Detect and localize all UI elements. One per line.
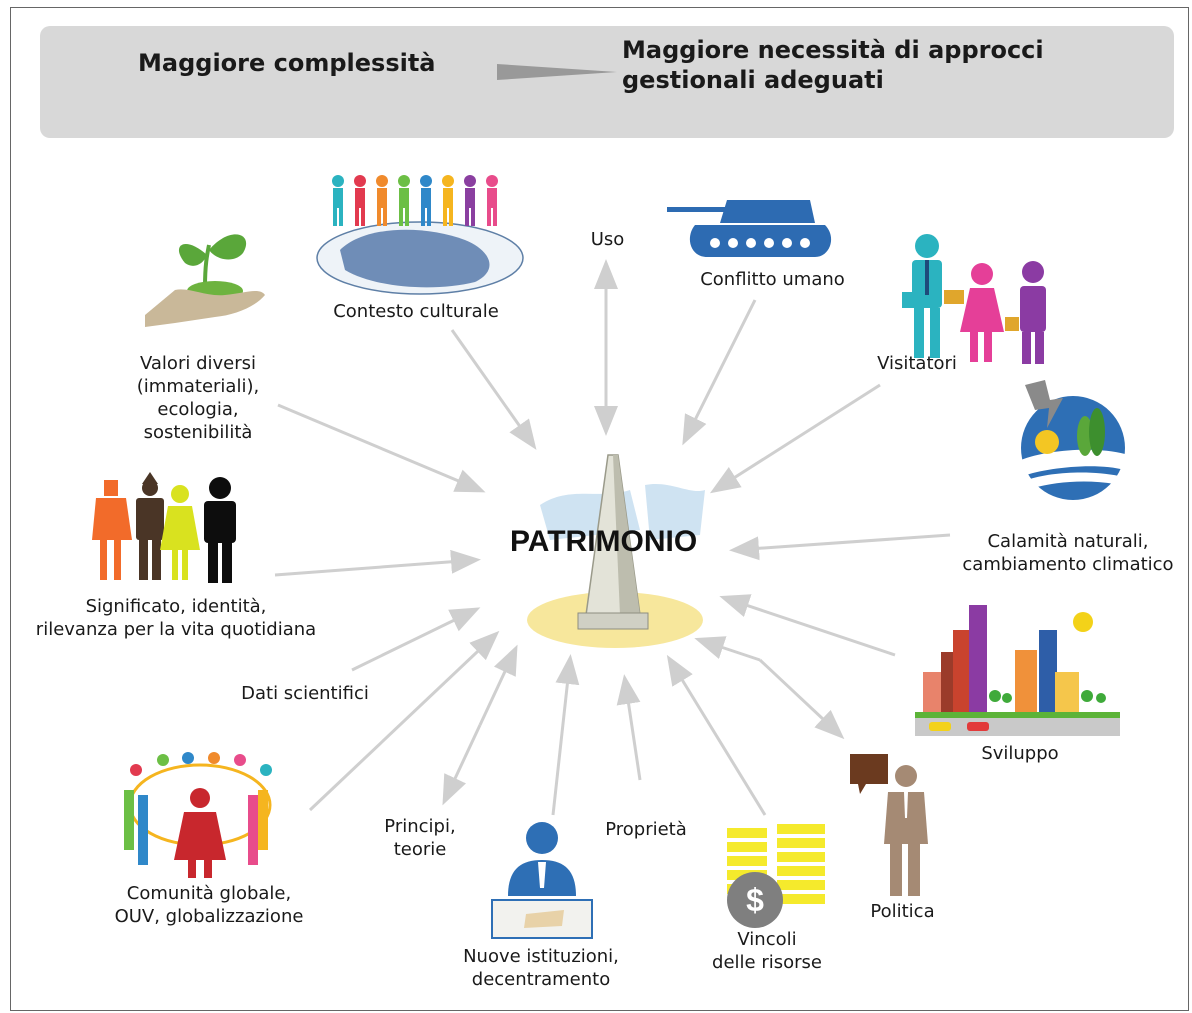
- monument-icon: [527, 454, 705, 648]
- arrow-development-top: [719, 594, 896, 657]
- label-human-conflict: Conflitto umano: [700, 269, 845, 290]
- arrow-principles-down: [442, 724, 482, 806]
- label-cultural-context: Contesto culturale: [333, 301, 499, 322]
- arrow-visitors: [709, 383, 881, 494]
- money-stack-icon: $: [727, 824, 825, 928]
- header-banner: [40, 26, 1174, 138]
- plant-in-hand-icon: [145, 234, 265, 327]
- label-scientific-data: Dati scientifici: [241, 683, 369, 704]
- label-meaning: Significato, identità, rilevanza per la …: [35, 596, 317, 640]
- arrow-new-institutions: [551, 654, 580, 816]
- family-figures-icon: [92, 472, 236, 583]
- arrow-development-in: [694, 636, 761, 662]
- people-row: [332, 175, 498, 226]
- city-skyline-icon: [915, 605, 1120, 736]
- tourists-icon: [902, 234, 1046, 364]
- label-global-community: Comunità globale, OUV, globalizzazione: [114, 883, 304, 927]
- speaker-icon: [850, 754, 928, 896]
- arrow-principles-up: [478, 644, 518, 726]
- tank-icon: [667, 200, 832, 257]
- label-politics: Politica: [870, 901, 935, 922]
- header-right-text: Maggiore necessità di approcci gestional…: [622, 36, 1044, 94]
- arrow-ownership: [616, 674, 642, 781]
- header-left-text: Maggiore complessità: [138, 49, 436, 77]
- arrow-meaning: [274, 549, 481, 577]
- arrow-human-conflict: [682, 299, 757, 446]
- arrow-resource-constraints: [666, 654, 767, 816]
- label-natural-disasters: Calamità naturali, cambiamento climatico: [962, 531, 1174, 575]
- arrow-development-out: [758, 658, 845, 740]
- label-resource-constraints: Vincoli delle risorse: [712, 929, 822, 973]
- people-on-globe-icon: [316, 175, 524, 295]
- label-principles: Principi, teorie: [384, 816, 456, 860]
- person-at-desk-icon: [491, 822, 593, 939]
- people-circle-icon: [124, 752, 272, 878]
- landscape-storm-icon: [1021, 380, 1125, 500]
- label-visitors: Visitatori: [877, 353, 957, 374]
- arrow-cultural-context: [450, 329, 537, 450]
- arrow-global-community: [308, 630, 500, 812]
- label-development: Sviluppo: [981, 743, 1059, 764]
- arrow-scientific-data: [351, 607, 481, 672]
- arrow-natural-disasters: [729, 533, 951, 561]
- arrow-values: [277, 403, 486, 493]
- label-values: Valori diversi (immateriali), ecologia, …: [136, 353, 260, 443]
- diagram-frame: [10, 7, 1189, 1011]
- label-new-institutions: Nuove istituzioni, decentramento: [463, 946, 619, 990]
- svg-text:$: $: [746, 882, 764, 918]
- label-use: Uso: [590, 229, 625, 250]
- header-arrow-icon: [497, 64, 617, 80]
- center-title: PATRIMONIO: [510, 525, 698, 558]
- label-ownership: Proprietà: [605, 819, 687, 840]
